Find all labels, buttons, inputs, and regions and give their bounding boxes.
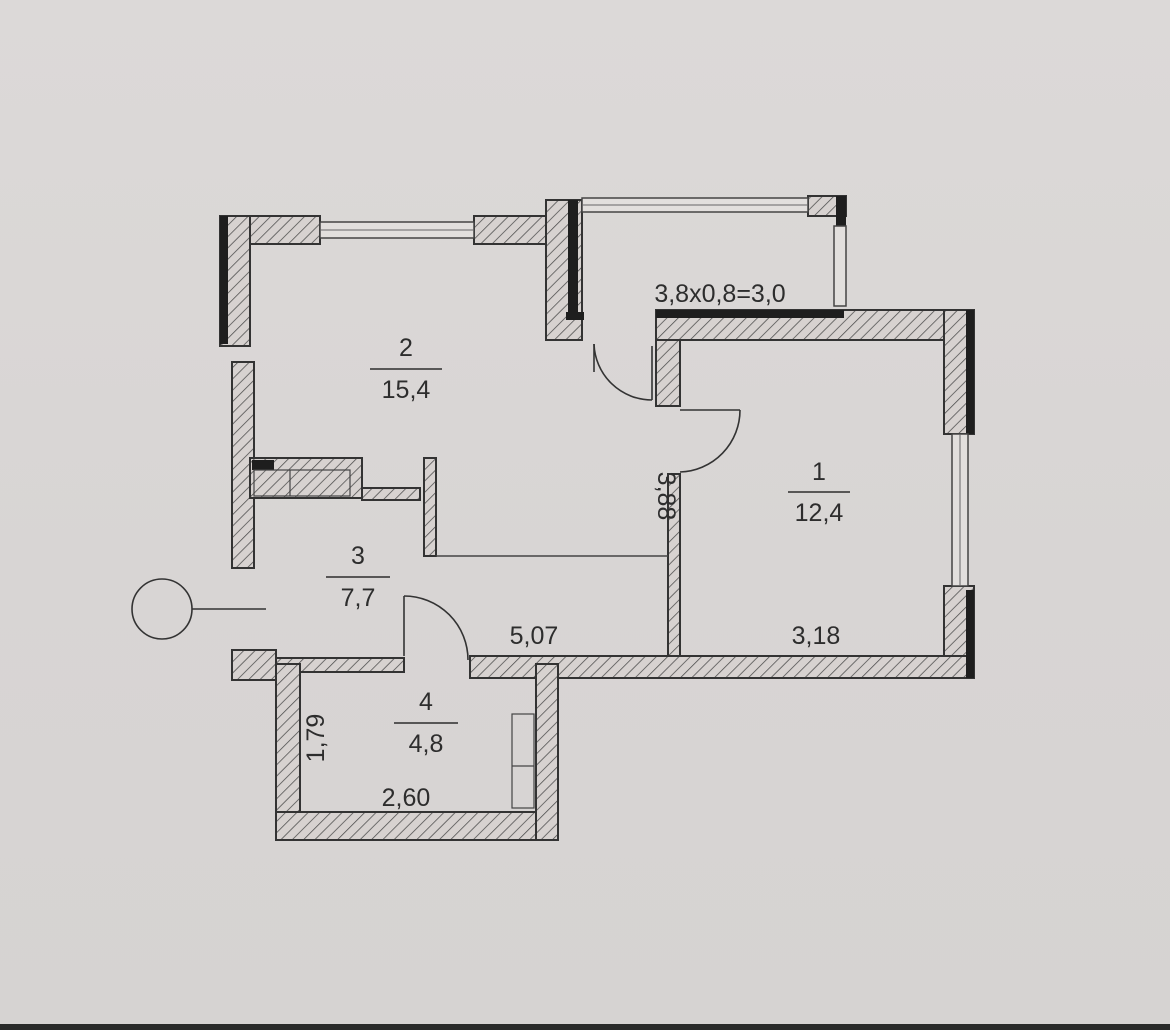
room-4-number: 4 xyxy=(419,688,433,716)
kitchen-niche-appliance xyxy=(253,469,351,497)
accent-pillar-foot xyxy=(566,312,584,320)
accent-pillar xyxy=(568,200,578,320)
room-3-label: 3 7,7 xyxy=(326,542,390,612)
room-4-label: 4 4,8 xyxy=(394,688,458,758)
dimension-bath-width: 2,60 xyxy=(382,784,431,812)
room-1-area: 12,4 xyxy=(795,499,844,527)
dimension-corridor-height: 3,88 xyxy=(652,472,680,521)
bath-fixture-outline xyxy=(511,713,535,809)
windows xyxy=(319,197,969,587)
room-1-label: 1 12,4 xyxy=(788,458,850,527)
room-2-label: 2 15,4 xyxy=(370,334,442,404)
wall-top-mid xyxy=(473,215,553,245)
door-room1-swing xyxy=(679,409,741,473)
wall-accents xyxy=(220,196,974,678)
walls xyxy=(219,195,975,841)
bottom-edge-bar xyxy=(0,1024,1170,1030)
accent-left xyxy=(220,216,228,344)
bath-fixture xyxy=(511,713,535,809)
accent-room1-right xyxy=(966,310,974,434)
accent-balcony-cap xyxy=(836,196,846,226)
room-1-number: 1 xyxy=(812,458,826,486)
room-3-number: 3 xyxy=(351,542,365,570)
wall-partition-upper xyxy=(655,339,681,407)
wall-entry-stub xyxy=(231,649,277,681)
accent-room1-right-lower xyxy=(966,590,974,678)
door-bath-swing xyxy=(403,595,469,661)
kitchen-unit xyxy=(253,469,351,497)
wall-hall-partition xyxy=(423,457,437,557)
room-2-number: 2 xyxy=(399,334,413,362)
wall-kitchen-niche xyxy=(249,457,363,499)
room-2-area: 15,4 xyxy=(382,376,431,404)
balcony-label: 3,8x0,8=3,0 xyxy=(654,280,785,308)
wall-kitchen-niche-bottom xyxy=(361,487,421,501)
dimension-room1-width: 3,18 xyxy=(792,622,841,650)
dimension-bath-height: 1,79 xyxy=(302,714,330,763)
room-3-area: 7,7 xyxy=(341,584,376,612)
accent-room1-top xyxy=(656,310,844,318)
dimension-corridor-length: 5,07 xyxy=(510,622,559,650)
room-4-area: 4,8 xyxy=(409,730,444,758)
doors xyxy=(403,343,741,661)
entrance-circle xyxy=(131,578,193,640)
door-balcony-swing xyxy=(593,343,653,401)
entrance-symbol xyxy=(131,578,266,640)
accent-niche xyxy=(252,460,274,470)
wall-bath-bottom xyxy=(275,811,559,841)
window-balcony-side xyxy=(833,225,847,307)
wall-bath-right xyxy=(535,663,559,841)
